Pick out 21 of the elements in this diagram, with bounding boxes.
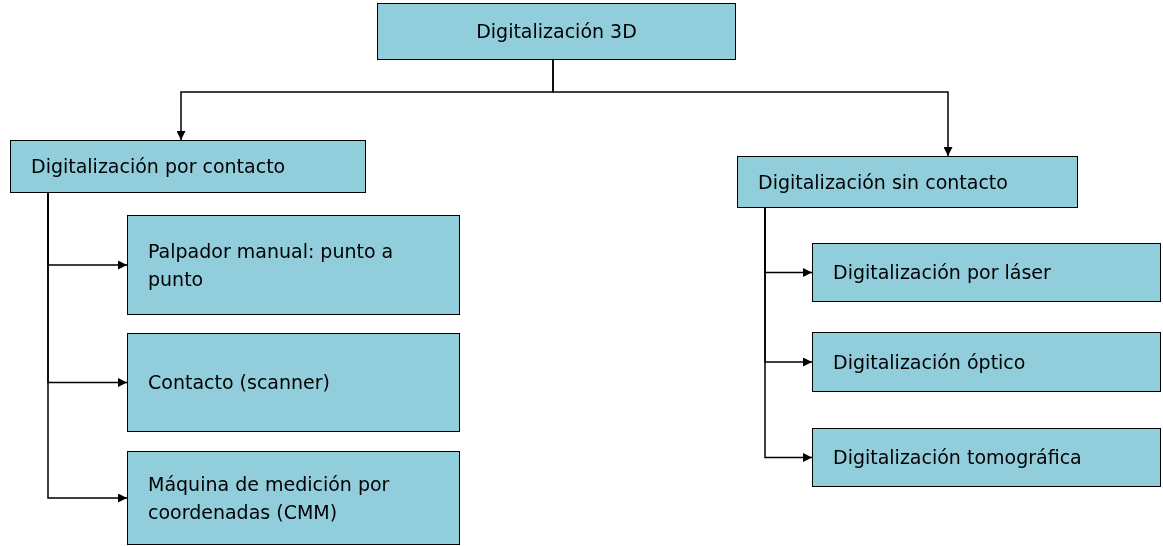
box-label: Digitalización por contacto: [31, 154, 287, 180]
arrow: [47, 192, 128, 503]
arrow: [552, 59, 953, 157]
category-box: [812, 243, 1161, 302]
category-box: [737, 156, 1078, 208]
box-label: Digitalización tomográfica: [833, 445, 1083, 471]
category-box: [127, 451, 460, 545]
arrow: [764, 207, 813, 462]
box-label: Digitalización por láser: [833, 260, 1052, 286]
category-box: [812, 428, 1161, 487]
category-box: [812, 332, 1161, 392]
category-box: [127, 215, 460, 315]
box-label: Máquina de medición por coordenadas (CMM): [148, 471, 391, 525]
box-label: Palpador manual: punto a punto: [148, 238, 395, 292]
category-box: [10, 140, 366, 193]
box-label: Digitalización 3D: [476, 19, 637, 45]
category-box: [377, 3, 736, 60]
box-label: Digitalización sin contacto: [758, 169, 1009, 195]
category-box: [127, 333, 460, 432]
box-label: Contacto (scanner): [148, 370, 331, 396]
box-label: Digitalización óptico: [833, 349, 1027, 375]
